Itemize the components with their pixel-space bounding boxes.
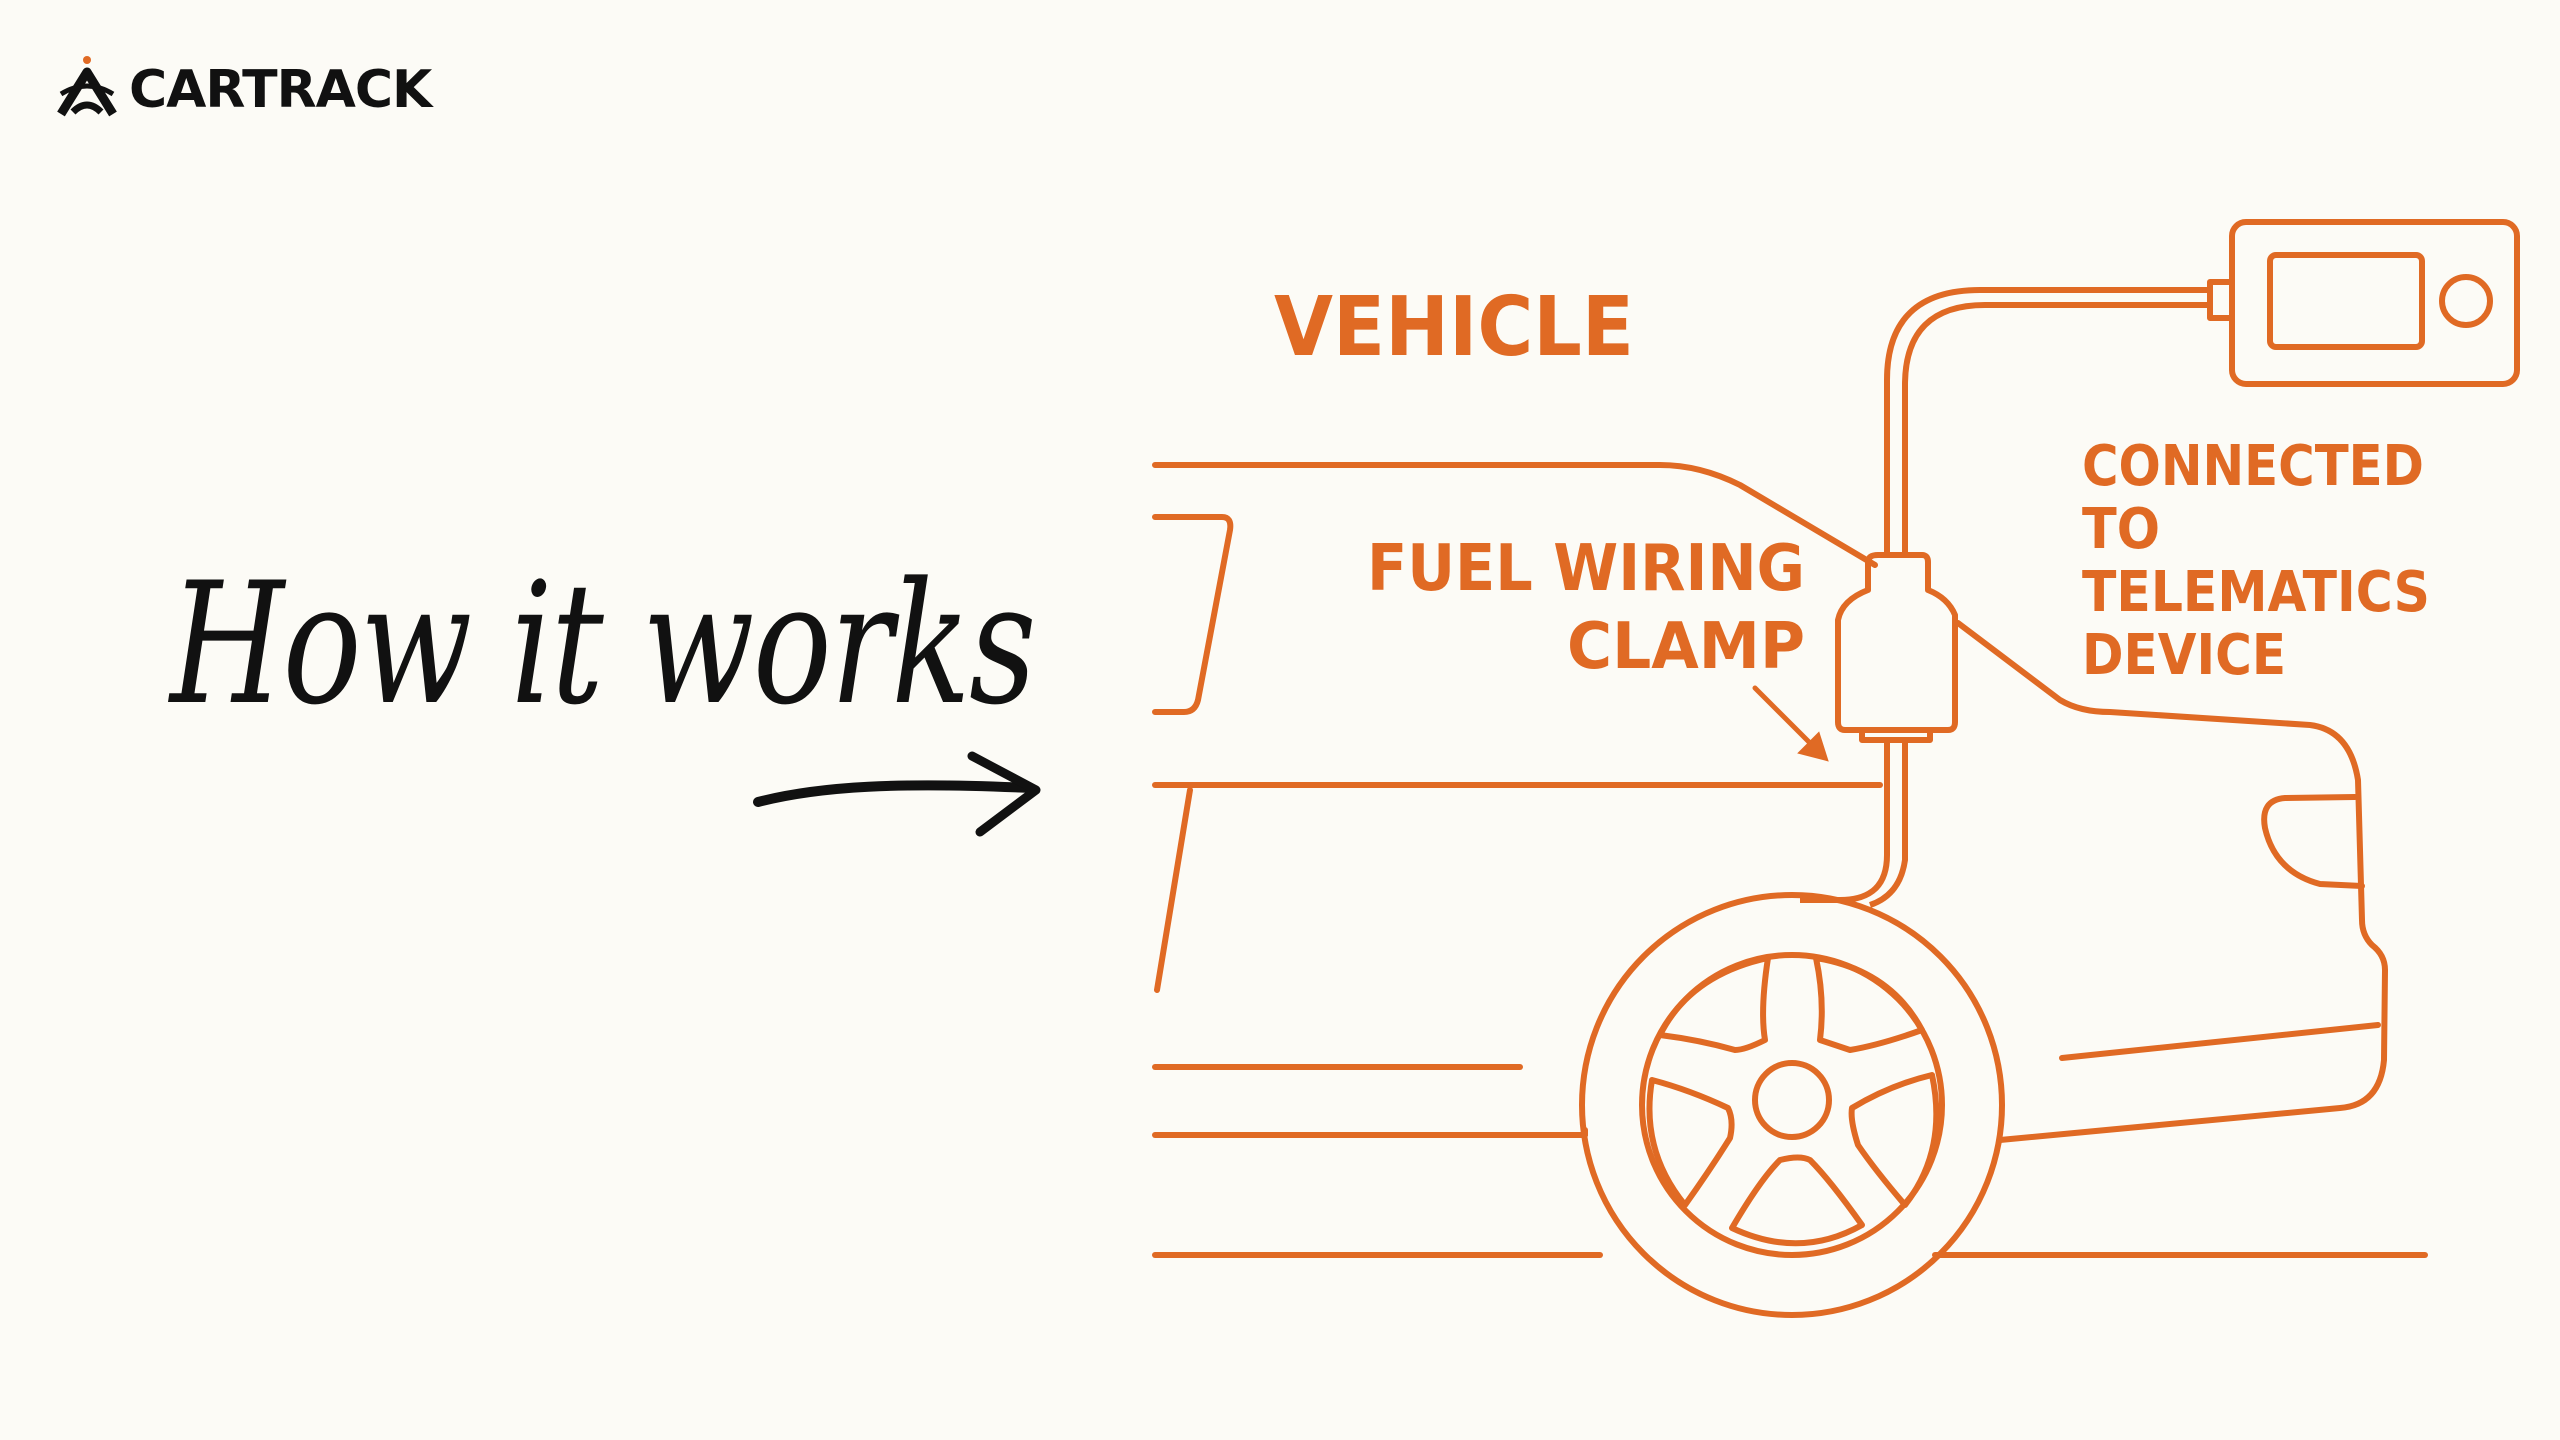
vehicle-label: VEHICLE [1274,280,1634,375]
car-outline-icon [1152,462,2428,1258]
cartrack-logo-icon [57,56,117,117]
clamp-label-line1: FUEL WIRING [1367,532,1805,606]
brand-name: CARTRACK [129,60,432,120]
telematics-device-icon [2207,219,2520,387]
device-label-line4: DEVICE [2082,623,2286,688]
cartrack-logo: CARTRACK [55,50,432,130]
wheel-icon [1579,892,2005,1318]
device-label-line1: CONNECTED [2082,434,2424,499]
wiring-clamp-icon [1800,287,2210,908]
pointer-arrow-icon [1752,685,1829,762]
device-label-line3: TELEMATICS [2082,560,2430,625]
hand-drawn-arrow-icon [753,751,1041,837]
device-label-line2: TO [2082,497,2160,562]
headline-how-it-works: How it works [170,546,1036,742]
clamp-label-line2: CLAMP [1567,610,1805,684]
